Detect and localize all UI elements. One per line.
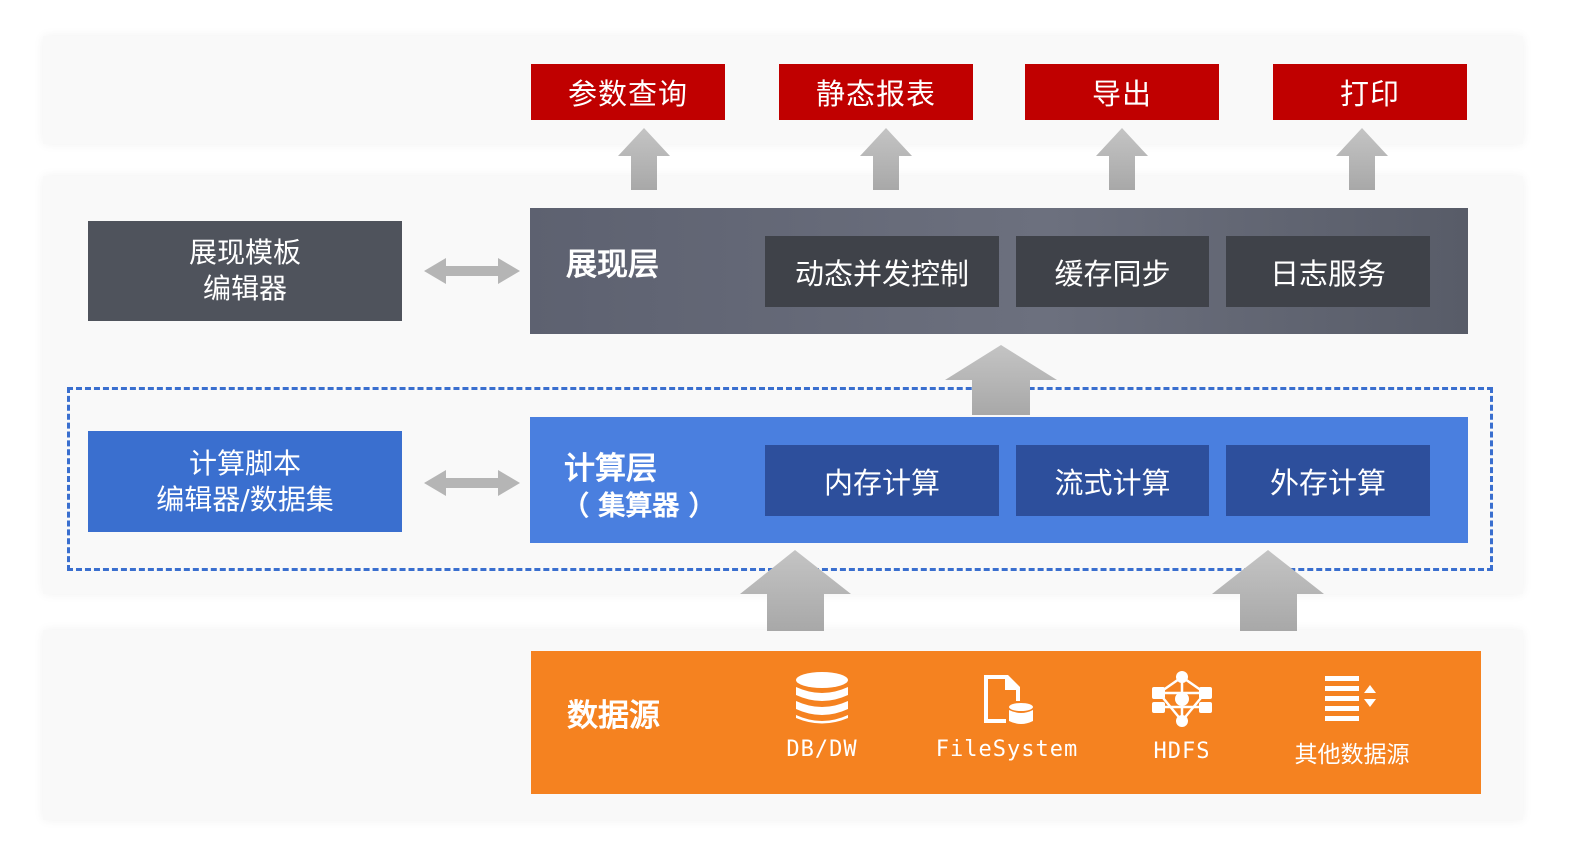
compute-layer: 计算层 （ 集算器 ） 内存计算 流式计算 外存计算 <box>530 417 1468 543</box>
compute-script-editor: 计算脚本 编辑器/数据集 <box>88 431 402 532</box>
arrow-up-param-query <box>618 128 670 190</box>
module-memory-compute: 内存计算 <box>765 445 999 516</box>
datasource-hdfs-label: HDFS <box>1153 739 1211 764</box>
file-system-icon <box>984 675 1033 724</box>
list-sort-icon <box>1325 676 1376 721</box>
presentation-template-editor: 展现模板 编辑器 <box>88 221 402 321</box>
module-log-service: 日志服务 <box>1226 236 1430 307</box>
presentation-editor-line2: 编辑器 <box>202 272 287 305</box>
module-cache-sync: 缓存同步 <box>1016 236 1209 307</box>
hdfs-network-icon <box>1152 671 1212 727</box>
datasource-other: 其他数据源 <box>1282 673 1422 769</box>
database-icon <box>796 672 848 724</box>
arrow-up-compute-to-presentation <box>945 345 1057 415</box>
compute-layer-subtitle: （ 集算器 ） <box>562 491 716 522</box>
output-export: 导出 <box>1025 64 1219 120</box>
datasource-filesystem-label: FileSystem <box>935 737 1079 762</box>
datasource-layer: 数据源 DB/DW FileSystem <box>531 651 1481 794</box>
bidirectional-arrow-presentation <box>424 258 520 284</box>
arrow-up-print <box>1336 128 1388 190</box>
arrow-up-static-report <box>860 128 912 190</box>
datasource-db-dw: DB/DW <box>762 671 882 762</box>
presentation-layer-title: 展现层 <box>566 247 659 283</box>
arrow-up-datasource-left <box>740 550 851 631</box>
compute-editor-line2: 编辑器/数据集 <box>156 482 334 516</box>
module-stream-compute: 流式计算 <box>1016 445 1209 516</box>
presentation-editor-line1: 展现模板 <box>188 236 301 269</box>
datasource-db-dw-label: DB/DW <box>786 737 858 762</box>
datasource-title: 数据源 <box>567 698 660 734</box>
module-dynamic-concurrency: 动态并发控制 <box>765 236 999 307</box>
output-static-report: 静态报表 <box>779 64 973 120</box>
datasource-hdfs: HDFS <box>1122 669 1242 764</box>
module-external-compute: 外存计算 <box>1226 445 1430 516</box>
arrow-up-export <box>1096 128 1148 190</box>
output-print: 打印 <box>1273 64 1467 120</box>
presentation-layer: 展现层 动态并发控制 缓存同步 日志服务 <box>530 208 1468 334</box>
compute-editor-line1: 计算脚本 <box>188 446 301 480</box>
datasource-filesystem: FileSystem <box>922 671 1092 762</box>
bidirectional-arrow-compute <box>424 470 520 496</box>
datasource-other-label: 其他数据源 <box>1294 742 1410 768</box>
output-param-query: 参数查询 <box>531 64 725 120</box>
arrow-up-datasource-right <box>1212 550 1324 631</box>
compute-layer-title: 计算层 <box>564 451 657 487</box>
